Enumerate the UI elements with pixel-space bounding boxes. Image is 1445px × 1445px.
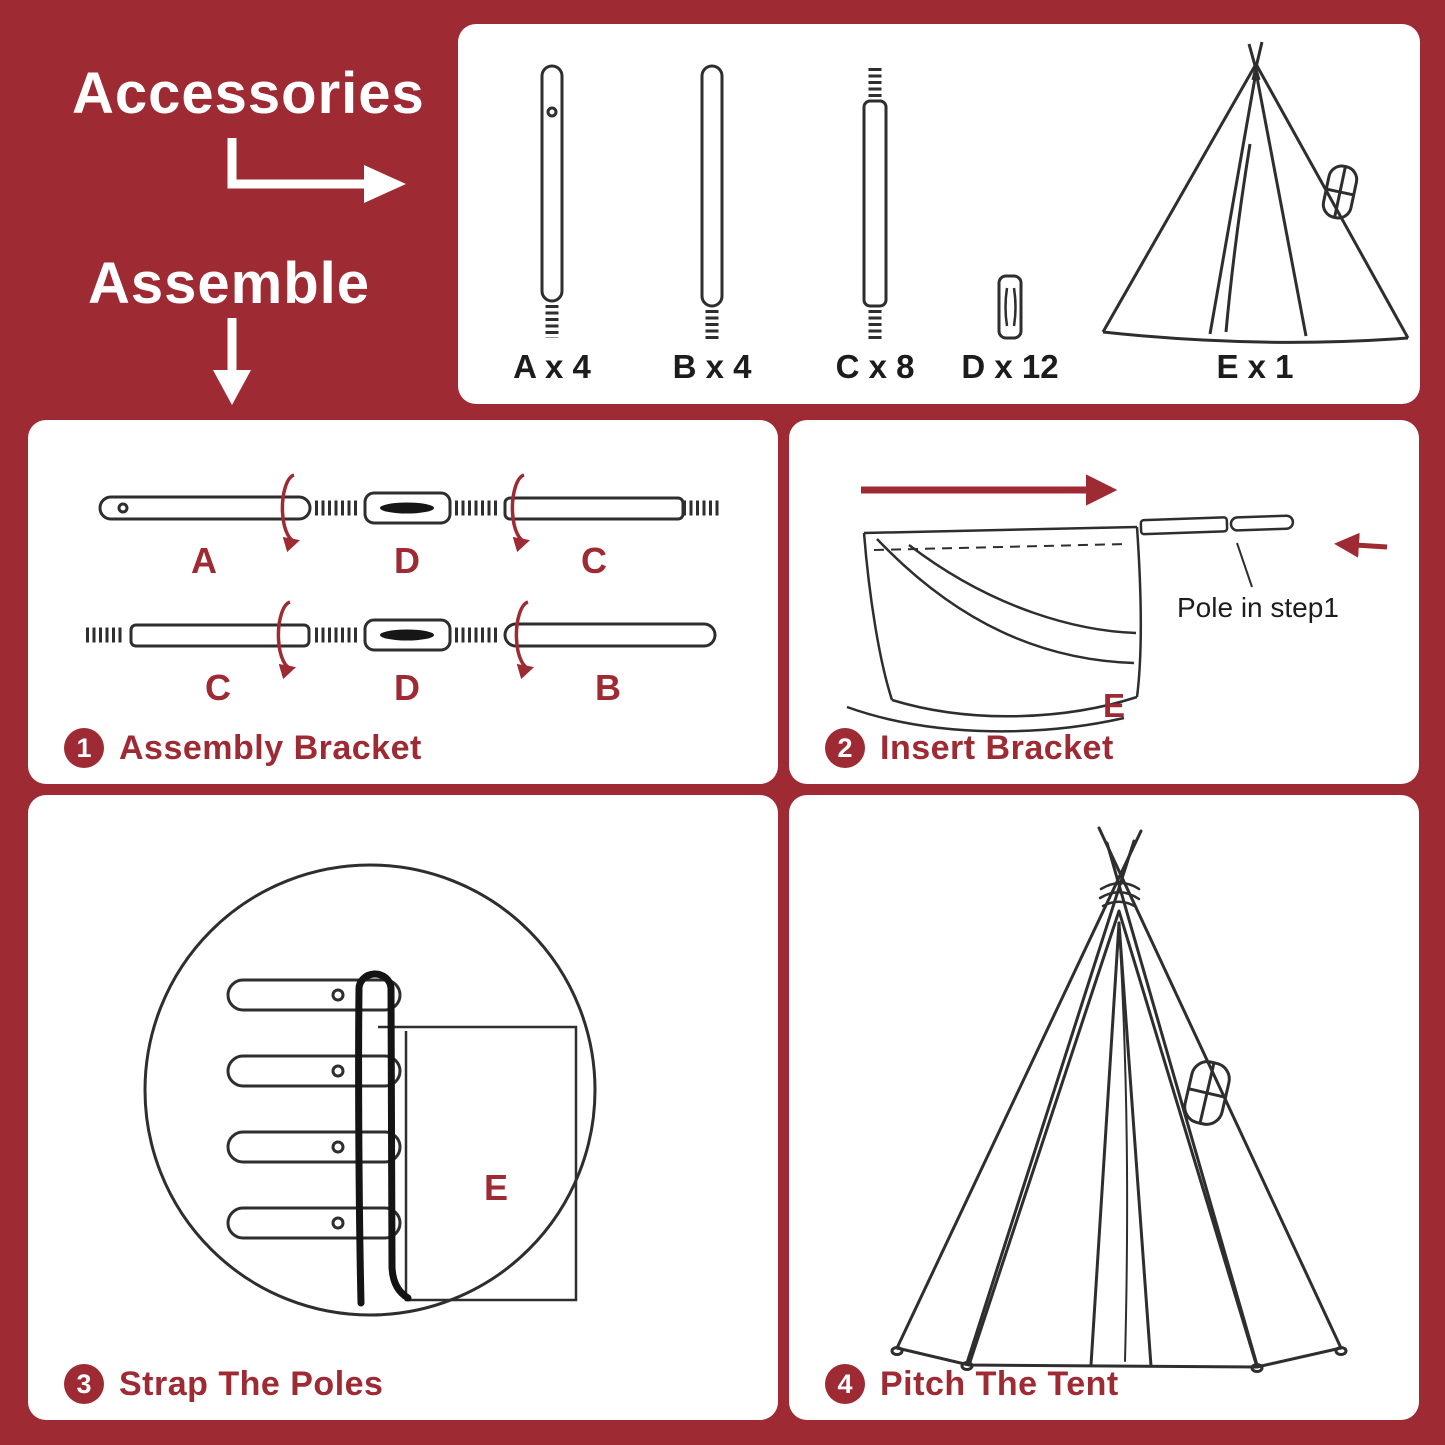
assemble-arrowhead-icon [213, 370, 251, 405]
part-label: A [191, 540, 217, 581]
bracket-row-2 [86, 618, 717, 652]
stacked-poles-icon [226, 978, 402, 1240]
step-number-badge: 4 [825, 1364, 865, 1404]
accessories-title: Accessories [72, 61, 425, 126]
header-arrows [213, 138, 406, 405]
step-footer-1: 1 Assembly Bracket [64, 728, 422, 768]
tent-window-icon [1183, 1060, 1231, 1126]
step-panel-pitch-tent: 4 Pitch The Tent [789, 795, 1419, 1420]
step-title: Strap The Poles [119, 1364, 384, 1403]
step-panel-assembly-bracket: A D C C D B 1 Assembly Bracket [28, 420, 778, 784]
annotation-leader-line [1236, 542, 1253, 588]
accessory-count-c: C x 8 [836, 348, 915, 385]
accessory-count-b: B x 4 [673, 348, 753, 385]
pole-tie-icon [1098, 881, 1141, 909]
part-label: D [394, 540, 420, 581]
step-footer-4: 4 Pitch The Tent [825, 1364, 1119, 1404]
step-footer-2: 2 Insert Bracket [825, 728, 1114, 768]
accessory-count-e: E x 1 [1216, 348, 1293, 385]
accessories-diagram: A x 4 B x 4 C x 8 D x 12 E x 1 [513, 41, 1410, 385]
step-number-badge: 2 [825, 728, 865, 768]
pole-annotation: Pole in step1 [1177, 592, 1339, 623]
step-footer-3: 3 Strap The Poles [64, 1364, 383, 1404]
pole-a-icon [540, 64, 564, 338]
accessory-count-a: A x 4 [513, 348, 591, 385]
connector-slot-icon [380, 502, 434, 514]
part-label-e: E [484, 1167, 508, 1208]
rotate-arrow-icon [514, 600, 535, 680]
step-number-badge: 1 [64, 728, 104, 768]
pole-c-icon [862, 68, 888, 341]
accessory-count-d: D x 12 [961, 348, 1058, 385]
step-title: Insert Bracket [880, 728, 1114, 767]
rotate-arrow-icon [276, 600, 297, 680]
fabric-sleeve-icon [846, 525, 1143, 733]
assembly-bracket-diagram: A D C C D B [86, 473, 722, 708]
step-title: Pitch The Tent [880, 1364, 1119, 1403]
strap-poles-diagram: E [143, 863, 597, 1317]
part-label-e: E [1103, 687, 1125, 724]
connector-slot-icon [380, 629, 434, 641]
step-number-badge: 3 [64, 1364, 104, 1404]
fabric-panel-icon [378, 1025, 578, 1302]
part-label: C [581, 540, 607, 581]
inserted-pole-icon [1139, 514, 1295, 536]
accessories-arrow-icon [227, 138, 366, 189]
strap-icon [355, 970, 412, 1307]
tent-icon [890, 826, 1348, 1373]
insert-direction-arrow-icon [1334, 532, 1388, 558]
pole-b-icon [700, 64, 724, 341]
step-panel-insert-bracket: Pole in step1 E 2 Insert Bracket [789, 420, 1419, 784]
step-title: Assembly Bracket [119, 728, 422, 767]
connector-d-icon [997, 274, 1023, 340]
accessories-panel: A x 4 B x 4 C x 8 D x 12 E x 1 [458, 24, 1420, 404]
assemble-title: Assemble [88, 251, 371, 316]
part-label: B [595, 667, 621, 708]
accessories-arrowhead-icon [364, 165, 406, 203]
pitch-tent-diagram [890, 826, 1348, 1373]
rotate-arrow-icon [510, 473, 531, 553]
tent-e-icon [1101, 41, 1410, 344]
part-label: D [394, 667, 420, 708]
step-panel-strap-poles: E 3 Strap The Poles [28, 795, 778, 1420]
rotate-arrow-icon [280, 473, 301, 553]
zoom-circle-icon [143, 863, 597, 1317]
insert-bracket-diagram: Pole in step1 E [846, 474, 1388, 733]
bracket-row-1 [98, 491, 722, 525]
part-label: C [205, 667, 231, 708]
